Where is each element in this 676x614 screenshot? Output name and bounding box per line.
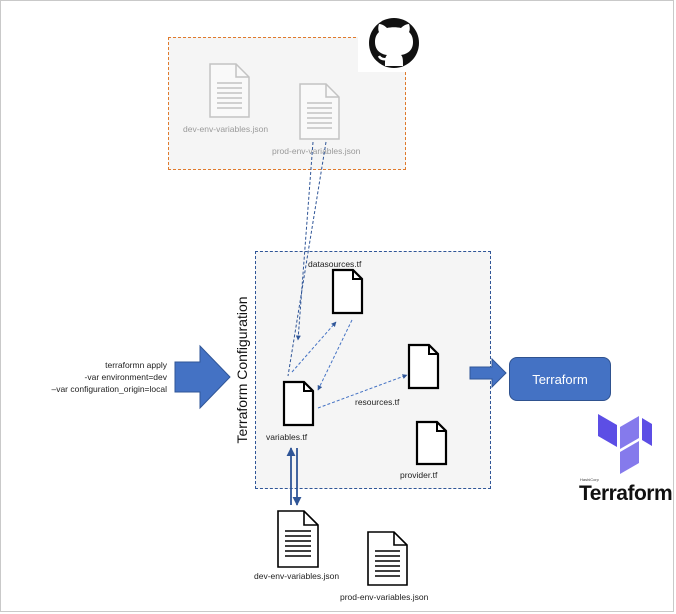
variables-to-resources-arrow [317,374,408,409]
hashicorp-label: HashiCorp [580,477,599,482]
resources-label: resources.tf [355,397,400,407]
datasources-to-variables-arrow [317,319,353,391]
command-line: –var configuration_origin=local [51,384,167,394]
variables-label: variables.tf [266,432,308,442]
datasources-label: datasources.tf [308,259,362,269]
terraform-button[interactable]: Terraform [509,357,611,401]
provider-file-icon [415,420,448,466]
repo-prod-file-label: prod-env-variables.json [272,146,361,156]
variables-to-datasources-arrow [291,321,337,373]
terraform-wordmark: Terraform [579,482,673,505]
dev-json-repo-file-icon [209,63,250,118]
resources-file-icon [407,343,440,390]
terraform-logo-icon [598,414,652,474]
local-dev-file-label: dev-env-variables.json [254,571,340,581]
github-badge [358,10,426,72]
repo-to-variables-arrow-2 [287,141,327,377]
repo-to-variables-arrow-1 [295,141,314,341]
repo-dev-file-label: dev-env-variables.json [183,124,269,134]
command-line: -var environment=dev [84,372,167,382]
github-icon [369,18,419,68]
local-prod-json-file-icon [367,531,408,586]
command-input-arrow [174,344,231,410]
command-line: terraformn apply [105,360,167,370]
config-output-arrow [469,357,507,389]
datasources-file-icon [331,268,364,315]
prod-json-repo-file-icon [299,83,340,140]
terraform-command: terraformn apply -var environment=dev –v… [0,359,167,395]
variables-file-icon [282,380,315,427]
provider-label: provider.tf [400,470,438,480]
local-dev-json-file-icon [277,510,319,568]
local-prod-file-label: prod-env-variables.json [340,592,429,602]
